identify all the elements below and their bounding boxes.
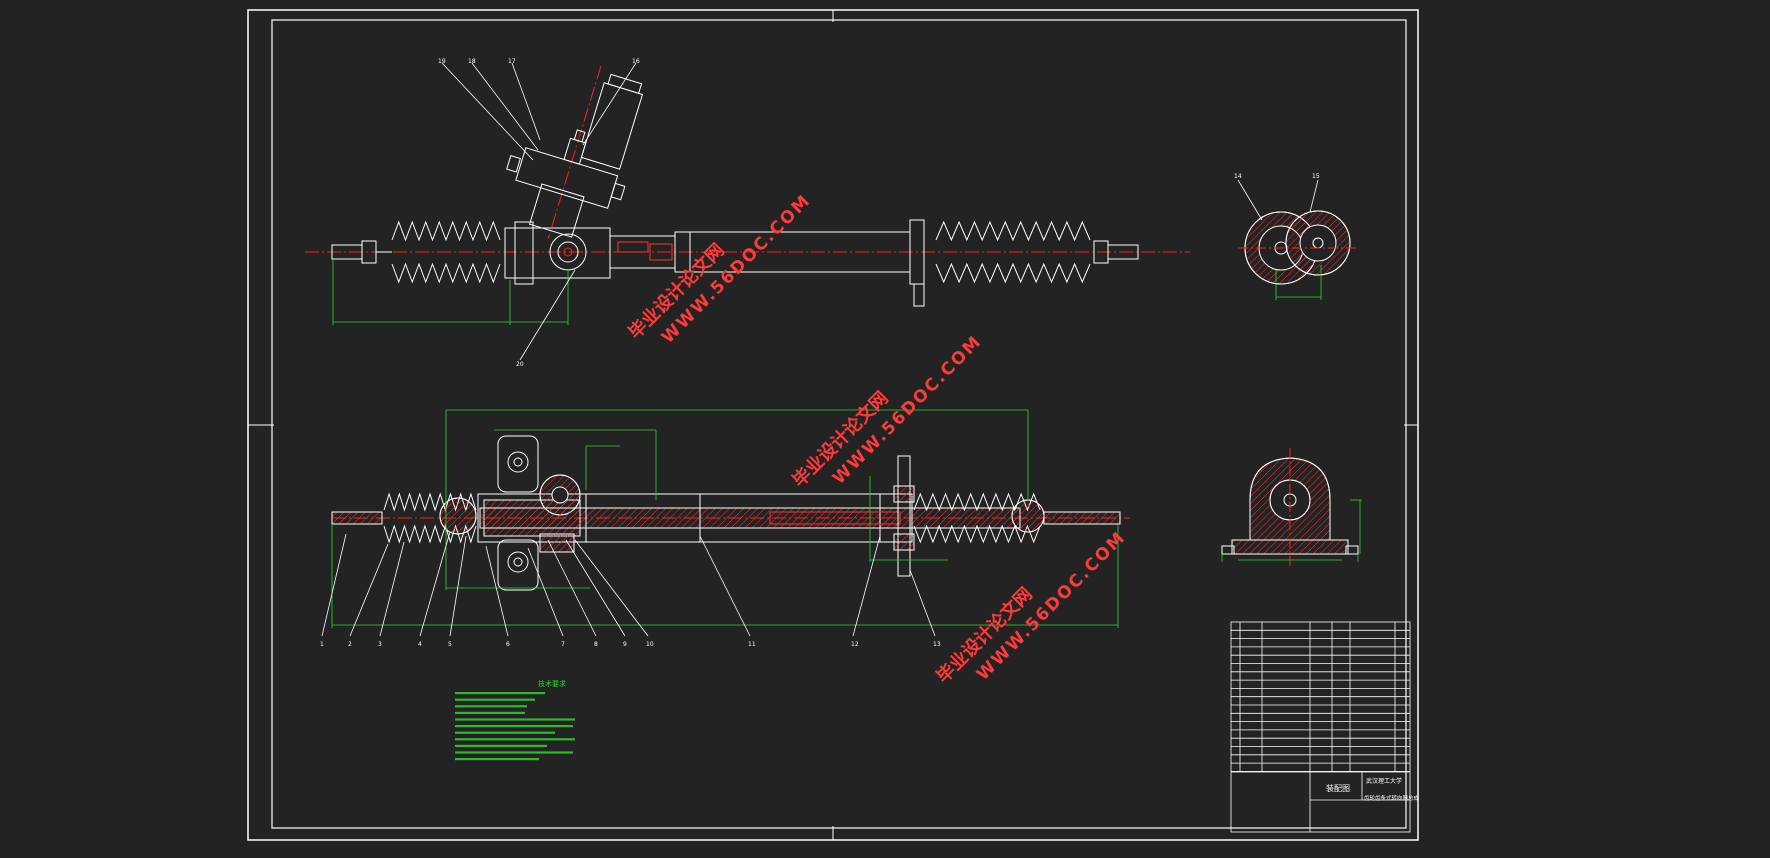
watermark-2: 毕业设计论文网 WWW.56DOC.COM [788,331,986,491]
bracket-view [1221,448,1362,566]
balloon-8: 8 [594,641,598,648]
balloon-1: 1 [320,641,324,648]
school-name: 武汉理工大学 [1366,777,1402,785]
drawing-sheet [247,9,1419,841]
balloon-9: 9 [623,641,627,648]
balloon-4: 4 [418,641,422,648]
notes-title: 技术要求 [538,679,566,688]
side-view [1237,179,1358,300]
balloon-11: 11 [748,641,756,648]
drawing-subtitle: 齿轮齿条式转向器总成 [1364,794,1420,802]
drawing-name: 装配图 [1326,783,1350,793]
balloon-14: 14 [1234,173,1242,180]
section-view [321,409,1130,637]
side-balloons: 14 15 [1234,173,1320,180]
balloon-10: 10 [646,641,654,648]
balloon-2: 2 [348,641,352,648]
right-bellows [935,220,1091,284]
balloon-13: 13 [933,641,941,648]
svg-text:WWW.56DOC.COM: WWW.56DOC.COM [658,191,815,348]
title-block-text: 装配图 武汉理工大学 齿轮齿条式转向器总成 [1326,777,1420,802]
watermark-1: 毕业设计论文网 WWW.56DOC.COM [624,191,815,348]
balloon-7: 7 [561,641,565,648]
balloon-6: 6 [506,641,510,648]
technical-notes: 技术要求 [455,679,575,761]
balloon-17: 17 [508,58,516,65]
balloon-18: 18 [468,58,476,65]
section-left-bellows [383,492,477,544]
balloon-5: 5 [448,641,452,648]
front-balloons: 19 18 17 16 20 [438,58,640,368]
left-bellows [391,220,501,284]
balloon-3: 3 [378,641,382,648]
front-view [305,62,1190,361]
watermarks: 毕业设计论文网 WWW.56DOC.COM 毕业设计论文网 WWW.56DOC.… [624,191,1130,688]
balloon-15: 15 [1312,173,1320,180]
title-block [1230,621,1411,833]
watermark-3: 毕业设计论文网 WWW.56DOC.COM [932,527,1130,687]
balloon-19: 19 [438,58,446,65]
balloon-12: 12 [851,641,859,648]
section-right-bellows [913,492,1041,544]
balloon-16: 16 [632,58,640,65]
balloon-20: 20 [516,361,524,368]
svg-text:WWW.56DOC.COM: WWW.56DOC.COM [973,527,1130,684]
